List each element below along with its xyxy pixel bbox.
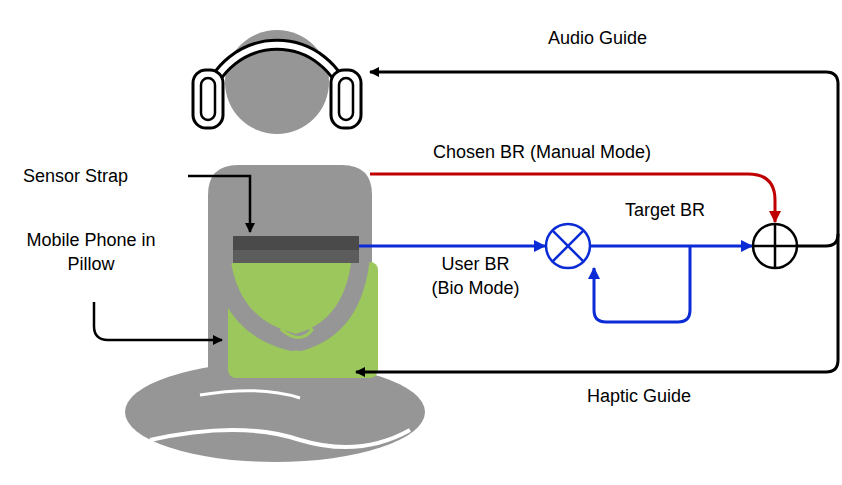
audio-wire bbox=[370, 72, 838, 246]
chosen-br-wire bbox=[370, 174, 775, 222]
leader-line bbox=[188, 176, 250, 232]
haptic-label: Haptic Guide bbox=[584, 384, 694, 408]
headphones bbox=[193, 45, 361, 128]
phone-label: Mobile Phone in Pillow bbox=[8, 228, 174, 276]
leader-line bbox=[94, 302, 222, 340]
arms bbox=[220, 240, 362, 342]
feedback-loop bbox=[594, 246, 690, 322]
sensor-strap-lower bbox=[233, 250, 359, 263]
audio-label: Audio Guide bbox=[545, 26, 650, 50]
summing-symbol bbox=[753, 224, 797, 268]
multiplier-symbol bbox=[546, 224, 590, 268]
target-br-wire bbox=[590, 245, 752, 248]
sensor-strap bbox=[233, 236, 359, 263]
user-br-wire bbox=[359, 245, 545, 248]
hands bbox=[282, 324, 312, 338]
strap-label: Sensor Strap bbox=[20, 164, 131, 188]
user-br-label: User BR (Bio Mode) bbox=[420, 252, 531, 300]
target-label: Target BR bbox=[622, 198, 708, 222]
manual-mode-label: Chosen BR (Manual Mode) bbox=[430, 140, 654, 164]
